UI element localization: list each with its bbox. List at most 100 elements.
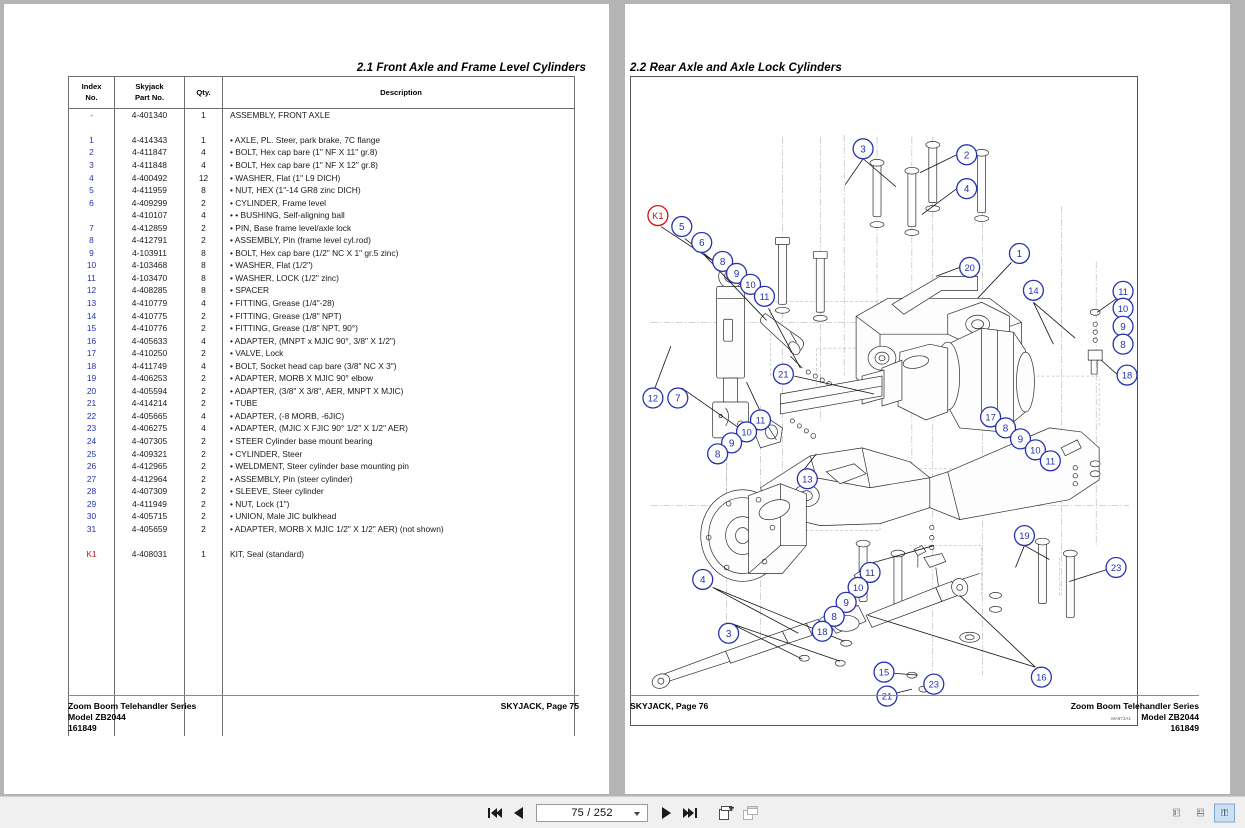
- cell-empty: [222, 660, 575, 674]
- cell-empty: [184, 610, 223, 624]
- table-row-empty: [68, 585, 575, 598]
- cell-empty: [114, 597, 185, 611]
- next-page-button[interactable]: [657, 804, 674, 821]
- cell-description: • WASHER, Flat (1" L9 DICH): [222, 171, 575, 184]
- chevron-down-icon[interactable]: [634, 811, 640, 816]
- table-row: [68, 535, 575, 548]
- cell-index: 9: [68, 246, 115, 260]
- table-header-row: Index No. Skyjack Part No. Qty. Descript…: [68, 76, 575, 109]
- page-number-field[interactable]: 75 / 252: [536, 803, 648, 822]
- callout-balloon: 18: [1116, 364, 1137, 386]
- cell-description: • • BUSHING, Self-aligning ball: [222, 209, 575, 222]
- cell-empty: [222, 648, 575, 661]
- fit-width-button[interactable]: [742, 804, 759, 821]
- callout-balloon: 17: [979, 406, 1002, 428]
- column-header-part: Skyjack Part No.: [114, 76, 185, 109]
- fit-page-button[interactable]: [718, 804, 735, 821]
- column-header-part-l2: Part No.: [134, 93, 165, 102]
- column-header-part-l1: Skyjack: [135, 82, 164, 91]
- view-facing-pages-button[interactable]: [1214, 803, 1235, 822]
- callout-balloon: 8: [994, 417, 1017, 439]
- previous-page-button[interactable]: [510, 804, 527, 821]
- cell-quantity: 12: [184, 171, 223, 184]
- cell-description: • ASSEMBLY, Pin (frame level cyl.rod): [222, 234, 575, 247]
- cell-empty: [222, 635, 575, 649]
- footer-doc-number: 161849: [1170, 723, 1199, 733]
- cell-empty: [222, 698, 575, 711]
- cell-empty: [114, 572, 185, 586]
- callout-label: 1: [1017, 249, 1023, 260]
- view-single-page-button[interactable]: [1166, 803, 1187, 822]
- cell-quantity: 4: [184, 359, 223, 373]
- cell-quantity: 1: [184, 547, 223, 561]
- cell-part-number: 4-103911: [114, 246, 185, 260]
- misc-small-parts: [1060, 439, 1101, 487]
- page-number-value[interactable]: 75 / 252: [571, 806, 613, 819]
- cell-description: ASSEMBLY, FRONT AXLE: [222, 108, 575, 122]
- exploded-diagram-frame[interactable]: .ln { fill:none; stroke:#2b2b2b; stroke-…: [630, 76, 1138, 726]
- cell-part-number: 4-409321: [114, 447, 185, 460]
- cell-quantity: 2: [184, 384, 223, 398]
- callout-label: 8: [720, 257, 726, 268]
- cell-quantity: 2: [184, 372, 223, 385]
- view-continuous-button[interactable]: [1190, 803, 1211, 822]
- cell-index: 11: [68, 271, 115, 285]
- callout-label: 8: [831, 612, 837, 623]
- page-pair: 2.1 Front Axle and Frame Level Cylinders…: [4, 4, 1245, 794]
- section-title-right: 2.2 Rear Axle and Axle Lock Cylinders: [630, 62, 842, 74]
- table-row-empty: [68, 710, 575, 724]
- cell-empty: [184, 572, 223, 586]
- document-viewport[interactable]: 2.1 Front Axle and Frame Level Cylinders…: [0, 0, 1245, 796]
- cell-index: 13: [68, 296, 115, 310]
- view-mode-group: [1166, 803, 1235, 822]
- callout-label: 11: [1118, 287, 1128, 297]
- callout-label: K1: [652, 211, 663, 221]
- first-page-button[interactable]: [486, 804, 503, 821]
- callout-balloon: 3: [718, 622, 740, 644]
- callout-balloon: 20: [959, 256, 981, 279]
- footer-identity-left: Zoom Boom Telehandler Series Model ZB204…: [68, 701, 196, 734]
- cell-description: • BOLT, Hex cap bare (1" NF X 12" gr.8): [222, 158, 575, 172]
- page-left[interactable]: 2.1 Front Axle and Frame Level Cylinders…: [4, 4, 609, 794]
- callout-label: 11: [865, 568, 875, 578]
- cell-description: • NUT, Lock (1"): [222, 497, 575, 511]
- callout-balloon: 9: [1009, 428, 1032, 450]
- column-header-index-l2: No.: [85, 93, 98, 102]
- cell-index: [68, 121, 115, 134]
- last-page-button[interactable]: [681, 804, 698, 821]
- callout-label: 11: [756, 416, 766, 426]
- cell-part-number: 4-103468: [114, 259, 185, 272]
- cell-index: 24: [68, 434, 115, 448]
- fastener-stack-right: [1087, 308, 1103, 375]
- callout-balloon: 10: [739, 273, 762, 295]
- left-wheel-hub: [700, 483, 807, 582]
- cell-quantity: 4: [184, 422, 223, 435]
- callout-balloon: 21: [876, 685, 898, 707]
- cell-empty: [222, 673, 575, 686]
- cell-part-number: 4-412791: [114, 234, 185, 247]
- table-row-empty: [68, 597, 575, 611]
- cell-index: 19: [68, 372, 115, 385]
- callout-balloon: 23: [923, 673, 945, 695]
- cell-part-number: 4-410775: [114, 309, 185, 322]
- callout-label: 21: [882, 692, 892, 702]
- last-page-icon: [682, 807, 697, 818]
- callout-balloon: 10: [735, 421, 758, 443]
- cell-index: 29: [68, 497, 115, 511]
- cell-description: • ASSEMBLY, Pin (steer cylinder): [222, 472, 575, 486]
- cell-description: • FITTING, Grease (1/4"-28): [222, 296, 575, 310]
- cell-description: • SPACER: [222, 284, 575, 297]
- footer-doc-number: 161849: [68, 723, 97, 733]
- footer-series: Zoom Boom Telehandler Series: [1070, 701, 1199, 711]
- fastener-stack-mid: [923, 525, 947, 596]
- cell-index: 6: [68, 196, 115, 210]
- page-right[interactable]: 2.2 Rear Axle and Axle Lock Cylinders .l…: [625, 4, 1230, 794]
- callout-balloon: 9: [720, 432, 743, 454]
